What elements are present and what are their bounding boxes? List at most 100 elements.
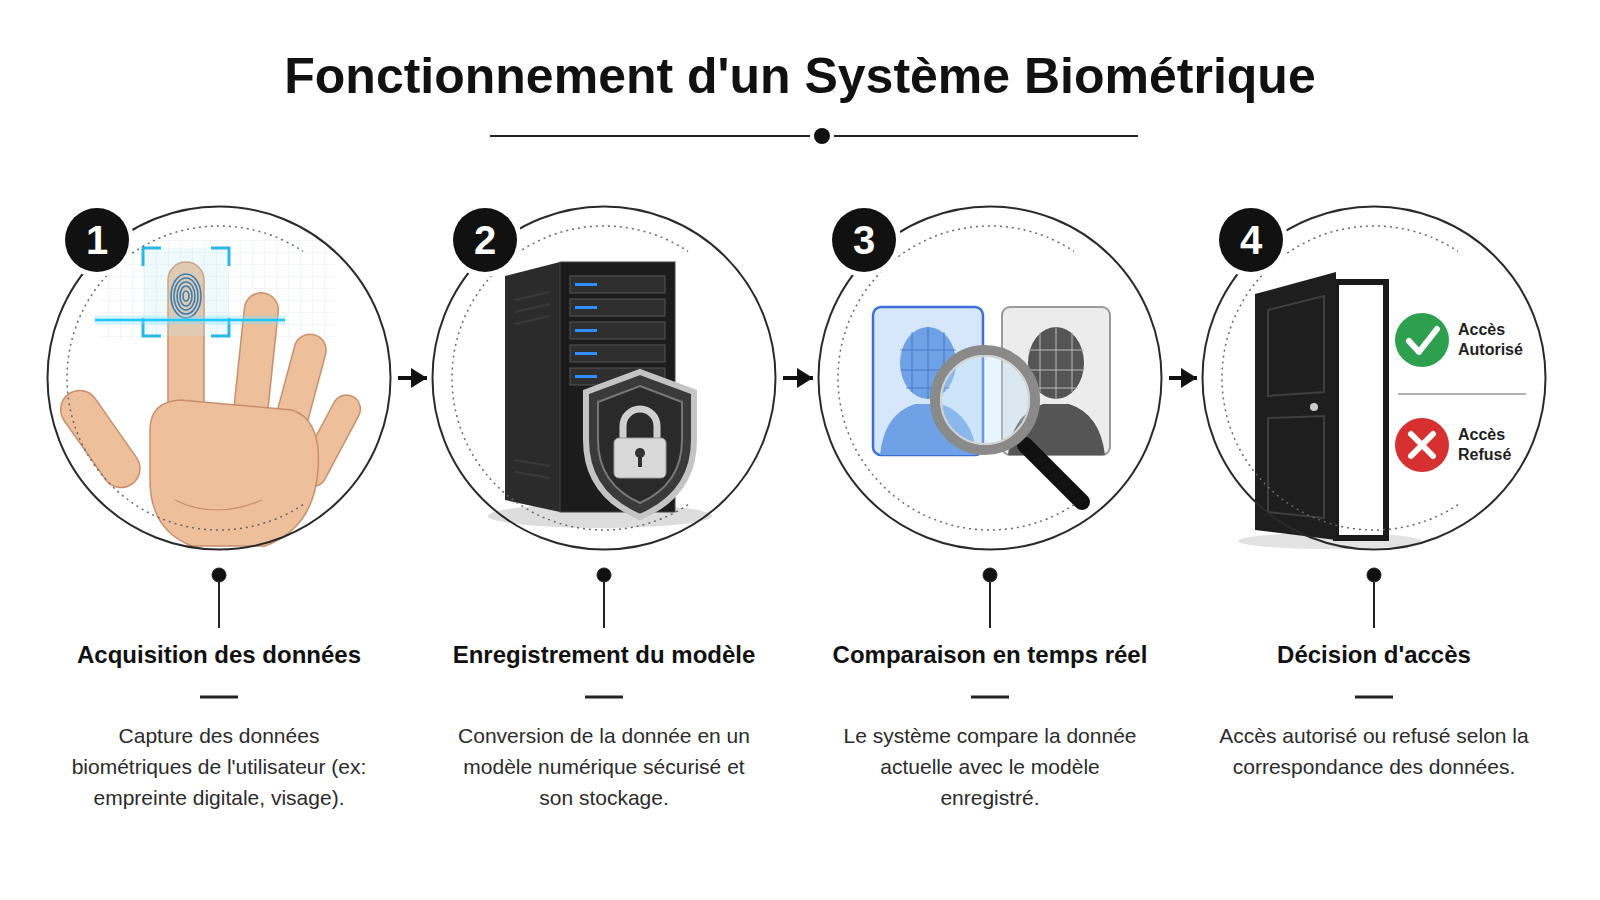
flow-arrow <box>783 376 813 380</box>
step-description: Conversion de la donnée en un modèle num… <box>444 720 764 813</box>
step-description: Capture des données biométriques de l'ut… <box>59 720 379 813</box>
door-panel <box>1268 416 1324 518</box>
rule-line <box>834 135 1138 137</box>
print-ridge <box>171 274 201 318</box>
drive-led <box>575 306 597 309</box>
rule-line <box>490 135 810 137</box>
leader-dot <box>983 568 997 582</box>
step-heading: Décision d'accès <box>1184 640 1564 670</box>
dotted-ring <box>838 226 1074 530</box>
magnifier-lens <box>935 350 1035 450</box>
scan-grid <box>100 240 335 340</box>
dotted-ring <box>1222 226 1458 530</box>
step-circle <box>48 207 391 550</box>
status-label: Accès Refusé <box>1458 425 1538 465</box>
step-description: Le système compare la donnée actuelle av… <box>830 720 1150 813</box>
denied-icon <box>1395 418 1449 472</box>
server-illustration <box>488 262 712 528</box>
diagram-title: Fonctionnement d'un Système Biométrique <box>0 45 1600 107</box>
connectors <box>398 378 1197 379</box>
print-ridge <box>177 282 195 310</box>
door-handle <box>1310 403 1318 411</box>
step-circle <box>1203 207 1546 550</box>
leader-dot <box>1367 568 1381 582</box>
drive-bay <box>570 345 665 362</box>
leader-line <box>1373 580 1375 628</box>
drive-bay <box>570 322 665 339</box>
step-circle <box>433 207 776 550</box>
thumb <box>53 383 147 495</box>
decision-separator <box>1398 393 1526 395</box>
callout-number: 3 <box>832 208 896 272</box>
callout-number: 1 <box>65 208 129 272</box>
mesh-line <box>1072 332 1073 392</box>
cross-mark <box>1411 434 1433 456</box>
step-heading: Enregistrement du modèle <box>414 640 794 670</box>
vent <box>515 460 550 466</box>
scan-glow <box>95 316 285 325</box>
bracket-corner <box>211 248 229 266</box>
lens-rim <box>941 356 1029 444</box>
lock-shackle <box>623 409 657 440</box>
leader-line <box>989 580 991 628</box>
granted-icon <box>1395 313 1449 367</box>
check-mark <box>1409 329 1437 352</box>
fingerprint <box>171 274 201 318</box>
palm-crease <box>175 500 262 510</box>
drive-led <box>575 375 597 378</box>
drive-bay <box>570 299 665 316</box>
mesh-line <box>1056 327 1057 399</box>
heading-dash <box>1355 696 1393 699</box>
face-comparison-illustration <box>873 307 1110 502</box>
callout-number: 4 <box>1219 208 1283 272</box>
fingerprint-illustration <box>53 240 365 546</box>
vent <box>515 316 550 324</box>
step-caption: Enregistrement du modèleConversion de la… <box>414 640 794 813</box>
step-caption: Comparaison en temps réel Le système comp… <box>800 640 1180 813</box>
status-label: Accès Autorisé <box>1458 320 1538 360</box>
security-shield <box>586 372 694 517</box>
leader-dot <box>597 568 611 582</box>
step-caption: Décision d'accèsAccès autorisé ou refusé… <box>1184 640 1564 782</box>
shield-inner <box>598 386 682 503</box>
drive-bays <box>570 276 665 385</box>
leaders <box>200 568 1393 697</box>
heading-dash <box>200 696 238 699</box>
server-side <box>505 262 560 512</box>
bracket-corner <box>143 248 161 266</box>
door-illustration <box>1238 272 1526 549</box>
door-leaf <box>1255 272 1336 540</box>
step-description: Accès autorisé ou refusé selon la corres… <box>1214 720 1534 782</box>
step-heading: Comparaison en temps réel <box>800 640 1180 670</box>
lock-body <box>614 438 666 478</box>
step-circle <box>819 207 1162 550</box>
keyhole-slot <box>638 455 642 467</box>
title-rule <box>490 128 1138 144</box>
flow-arrow <box>398 376 427 380</box>
vent <box>515 292 550 300</box>
print-ridge <box>180 286 192 306</box>
server-vents <box>515 292 550 478</box>
flow-arrow <box>1169 376 1197 380</box>
drive-led <box>575 352 597 355</box>
step-heading: Acquisition des données <box>29 640 409 670</box>
rule-dot <box>814 128 830 144</box>
door-panel <box>1268 296 1324 396</box>
vent <box>515 472 550 478</box>
leader-line <box>218 580 220 628</box>
drive-led <box>575 329 597 332</box>
print-ridge <box>183 291 189 301</box>
step-caption: Acquisition des donnéesCapture des donné… <box>29 640 409 813</box>
magnifier-handle <box>1025 445 1082 502</box>
mesh-line <box>1040 332 1041 392</box>
print-ridge <box>174 278 198 314</box>
mesh-line <box>912 332 913 392</box>
heading-dash <box>585 696 623 699</box>
drive-led <box>575 283 597 286</box>
door-frame <box>1336 282 1386 538</box>
mesh-line <box>928 327 929 399</box>
leader-dot <box>212 568 226 582</box>
dotted-ring <box>67 226 303 530</box>
callout-number: 2 <box>453 208 517 272</box>
